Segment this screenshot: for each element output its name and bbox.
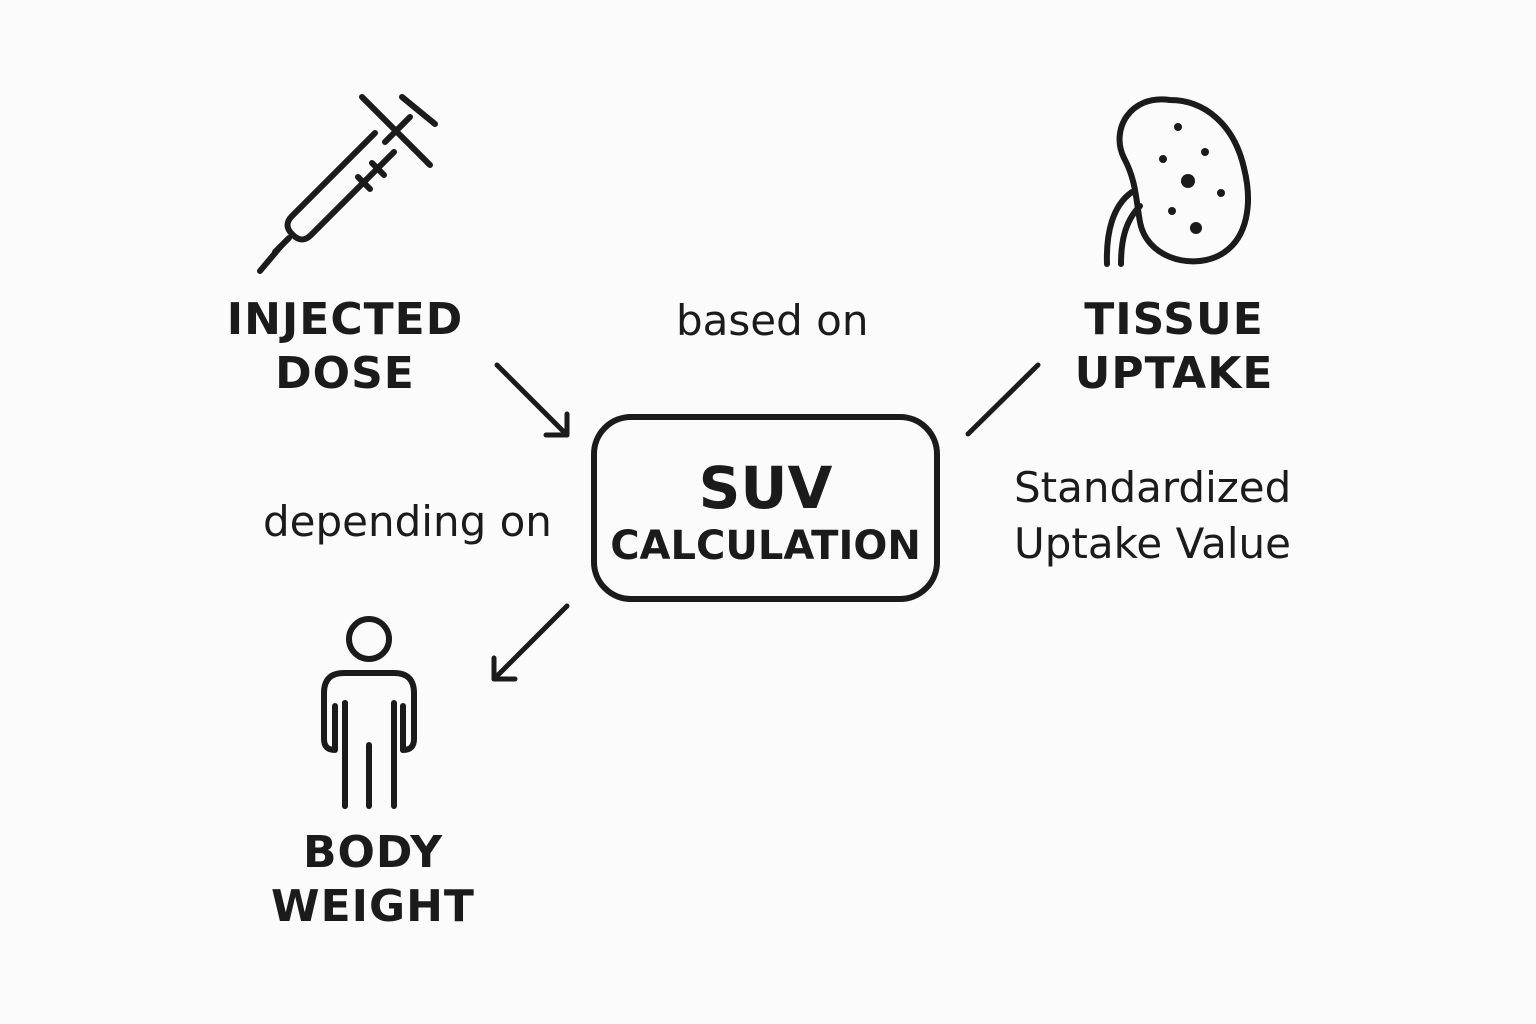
injected-dose-line1: INJECTED <box>226 294 464 345</box>
body-weight-line1: BODY <box>302 827 444 878</box>
tissue-uptake-line1: TISSUE <box>1084 294 1264 345</box>
suv-calculation-box: SUV CALCULATION <box>591 414 940 602</box>
connector-suv-to-tissue <box>965 362 1041 437</box>
suv-subtitle: CALCULATION <box>610 523 921 569</box>
suv-title: SUV <box>698 454 833 522</box>
tissue-uptake-line2: UPTAKE <box>1074 348 1274 399</box>
injected-dose-label: INJECTED DOSE <box>214 293 476 401</box>
definition-line1: Standardized <box>1014 463 1292 512</box>
arrow-suv-to-weight <box>491 603 570 682</box>
suv-definition: Standardized Uptake Value <box>1014 460 1291 572</box>
definition-line2: Uptake Value <box>1014 519 1291 568</box>
body-weight-line2: WEIGHT <box>271 881 475 932</box>
injected-dose-line2: DOSE <box>275 348 415 399</box>
tissue-uptake-label: TISSUE UPTAKE <box>1058 293 1290 401</box>
arrow-dose-to-suv <box>494 362 570 438</box>
person-icon <box>321 616 417 809</box>
body-weight-label: BODY WEIGHT <box>262 826 484 934</box>
based-on-label: based on <box>676 296 869 345</box>
depending-on-label: depending on <box>263 497 552 546</box>
syringe-icon <box>257 94 438 274</box>
kidney-icon <box>1103 96 1251 267</box>
